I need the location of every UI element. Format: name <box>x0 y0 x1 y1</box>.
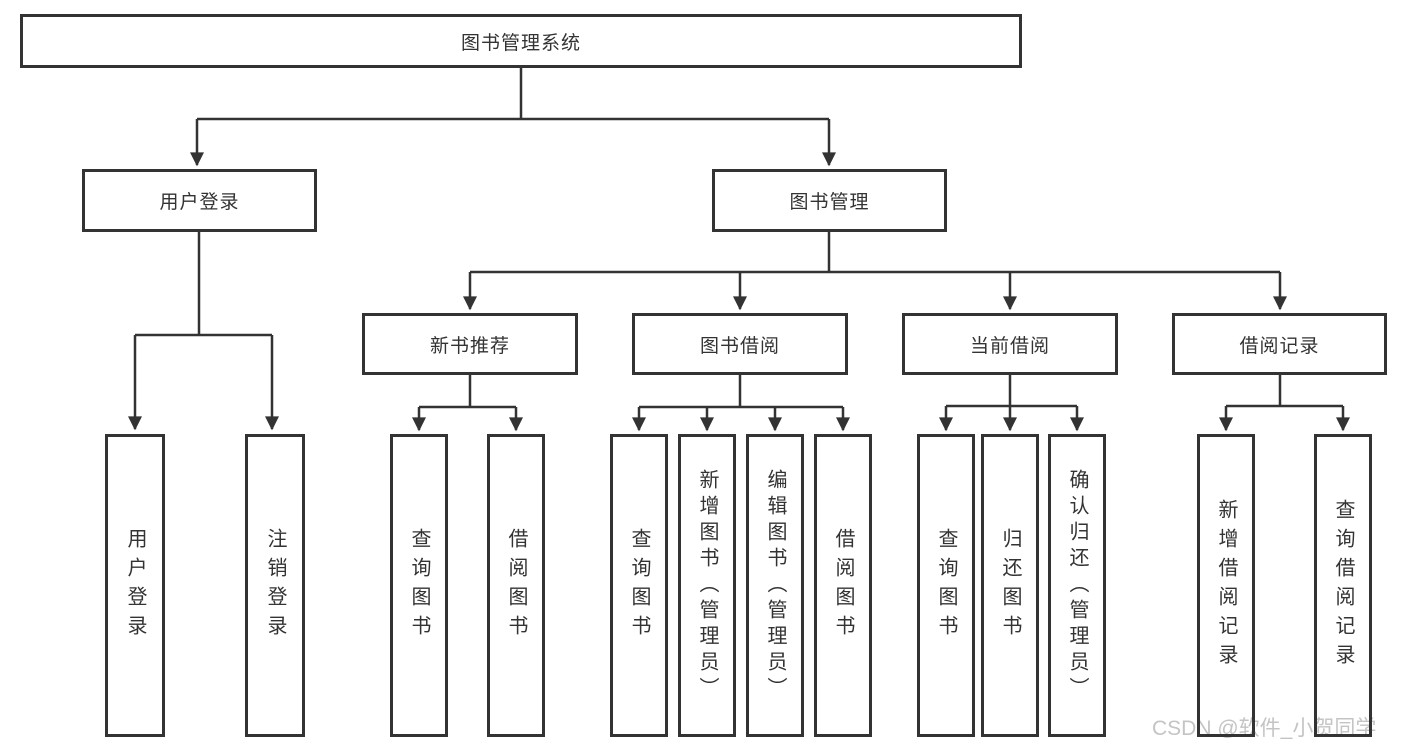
leaf-add-borrow-record: 新增借阅记录 <box>1197 434 1255 737</box>
leaf-query-books-current: 查询图书 <box>917 434 975 737</box>
leaf-query-books-recommend: 查询图书 <box>390 434 448 737</box>
leaf-return-book: 归还图书 <box>981 434 1039 737</box>
leaf-confirm-return-admin: 确认归还（管理员） <box>1048 434 1106 737</box>
node-book-management: 图书管理 <box>712 169 947 232</box>
node-book-borrow: 图书借阅 <box>632 313 848 375</box>
leaf-borrow-books: 借阅图书 <box>814 434 872 737</box>
node-borrow-record: 借阅记录 <box>1172 313 1387 375</box>
node-library-system: 图书管理系统 <box>20 14 1022 68</box>
leaf-query-books-borrow: 查询图书 <box>610 434 668 737</box>
csdn-watermark: CSDN @软件_小贺同学 <box>1152 717 1377 740</box>
leaf-add-book-admin: 新增图书（管理员） <box>678 434 736 737</box>
leaf-edit-book-admin: 编辑图书（管理员） <box>746 434 804 737</box>
leaf-query-borrow-record: 查询借阅记录 <box>1314 434 1372 737</box>
node-new-book-recommend: 新书推荐 <box>362 313 578 375</box>
node-user-login: 用户登录 <box>82 169 317 232</box>
node-current-borrow: 当前借阅 <box>902 313 1118 375</box>
leaf-user-login: 用户登录 <box>105 434 165 737</box>
leaf-borrow-books-recommend: 借阅图书 <box>487 434 545 737</box>
leaf-logout: 注销登录 <box>245 434 305 737</box>
